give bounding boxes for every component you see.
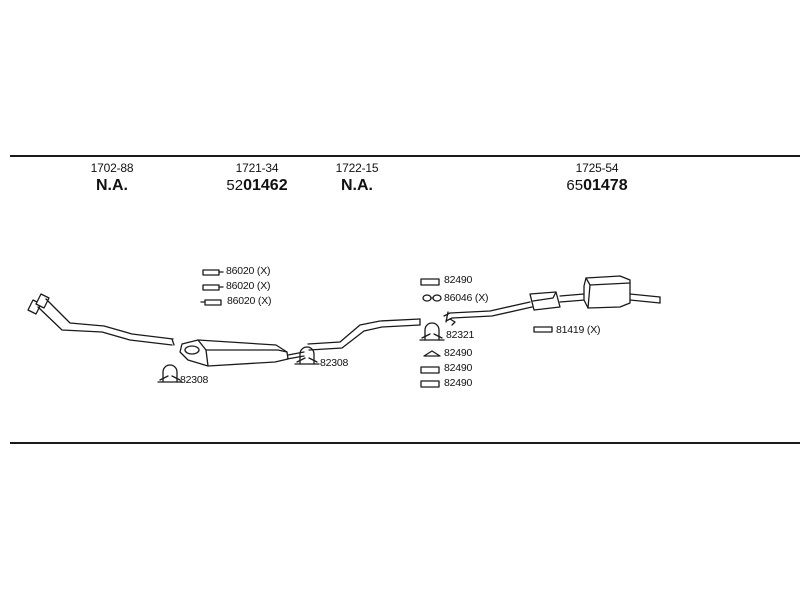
part-number: 01462 (243, 177, 288, 194)
clamp-mid-icon (294, 346, 320, 365)
part-prefix: 52 (226, 177, 244, 194)
part-label: 82490 (444, 377, 473, 389)
part-label: 82308 (180, 374, 209, 386)
rear-silencer (583, 275, 661, 309)
section-rear-silencer: 1725-54 6501478 (566, 161, 627, 196)
part-prefix: 65 (566, 177, 584, 194)
rear-rubber-icon (423, 350, 441, 357)
rear-rubber-icon (420, 366, 440, 374)
bottom-divider (10, 442, 800, 444)
section-middle-pipe: 1722-15 N.A. (336, 161, 379, 196)
rear-clamp-icon (419, 322, 445, 341)
middle-pipe (307, 318, 421, 351)
part-label: 82490 (444, 347, 473, 359)
part-label: 86020 (X) (226, 280, 271, 292)
hanger-icon (200, 299, 222, 306)
section-front-silencer: 1721-34 5201462 (226, 161, 287, 196)
part-label: 86020 (X) (227, 295, 272, 307)
rear-rubber-icon (420, 380, 440, 388)
part-label: 82308 (320, 357, 349, 369)
front-silencer (179, 339, 305, 367)
rear-rubber-icon (420, 278, 440, 286)
part-label: 82490 (444, 362, 473, 374)
rear-hanger-ring-icon (422, 294, 442, 302)
part-label: 86020 (X) (226, 265, 271, 277)
part-number: N.A. (95, 177, 128, 194)
section-code: 1721-34 (235, 161, 279, 175)
hanger-icon (202, 284, 224, 291)
hanger-icon (202, 269, 224, 276)
clamp-front-icon (157, 364, 183, 383)
section-code: 1725-54 (575, 161, 619, 175)
front-pipe (27, 293, 175, 346)
part-label: 86046 (X) (444, 292, 489, 304)
rear-pipe (443, 301, 533, 326)
section-code: 1702-88 (90, 161, 134, 175)
part-number: N.A. (340, 177, 373, 194)
top-divider (10, 155, 800, 157)
part-label: 81419 (X) (556, 324, 601, 336)
part-label: 82490 (444, 274, 473, 286)
part-number: 01478 (583, 177, 628, 194)
rear-bracket-icon (533, 326, 553, 333)
rear-resonator (529, 291, 586, 311)
part-label: 82321 (446, 329, 475, 341)
section-code: 1722-15 (335, 161, 379, 175)
section-front-pipe: 1702-88 N.A. (91, 161, 134, 196)
